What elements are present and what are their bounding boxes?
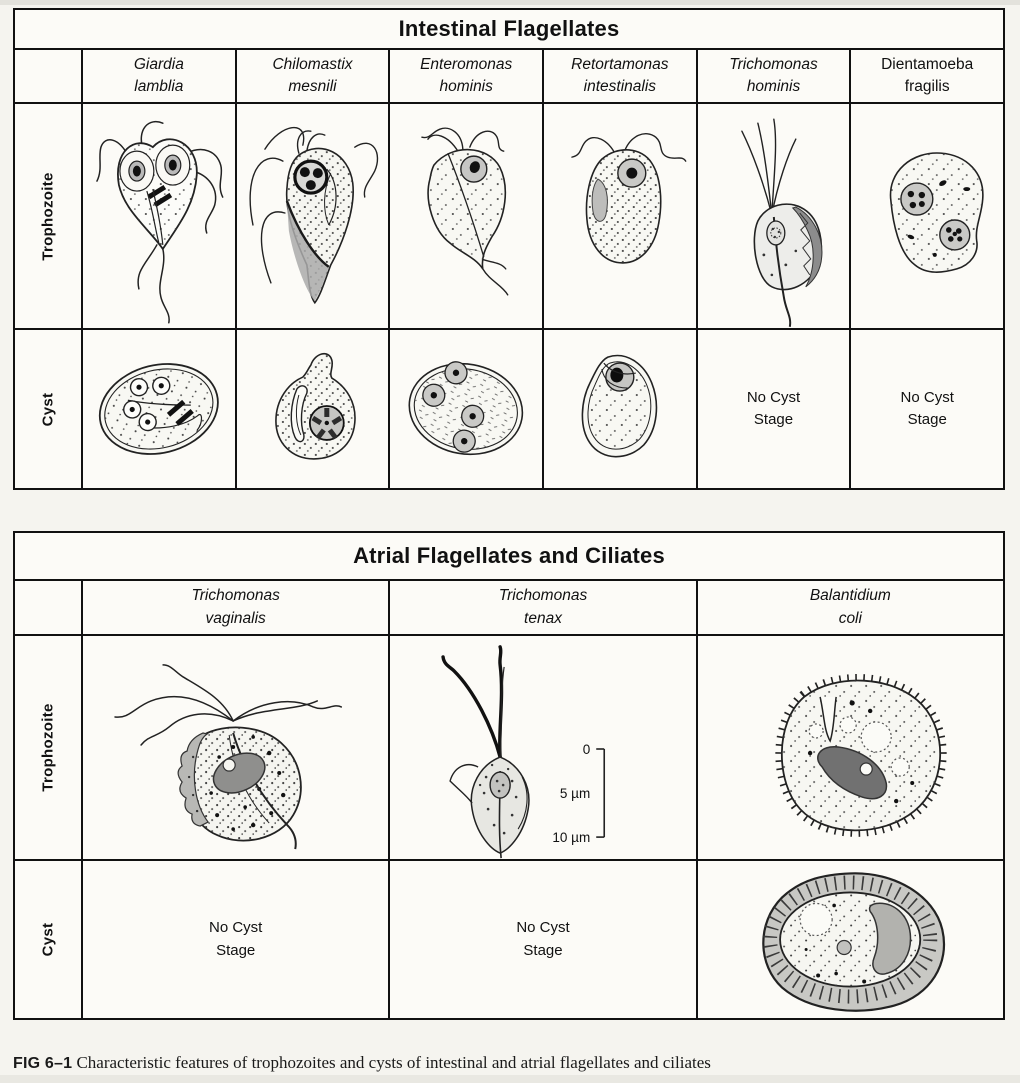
column-header-balantidium-coli: Balantidium coli — [695, 581, 1003, 634]
scale-bar — [596, 748, 606, 838]
giardia-lamblia-trophozoite-drawing — [96, 121, 224, 324]
species-name-line1: Dientamoeba — [881, 55, 974, 73]
column-header-enteromonas-hominis: Enteromonas hominis — [388, 50, 542, 102]
species-name-line2: mesnili — [288, 78, 337, 95]
row-label-trophozoite: Trophozoite — [39, 171, 57, 261]
scan-edge — [0, 0, 1020, 5]
dientamoeba-trophozoite-cell — [849, 104, 1003, 328]
trichomonas-vaginalis-trophozoite-drawing — [114, 664, 343, 850]
species-name-line1: Trichomonas — [191, 587, 280, 605]
trophozoite-row: Trophozoite — [15, 636, 1003, 861]
figure-caption-text: Characteristic features of trophozoites … — [76, 1053, 711, 1072]
balantidium-trophozoite-cell — [695, 636, 1003, 859]
column-header-dientamoeba-fragilis: Dientamoeba fragilis — [849, 50, 1003, 102]
species-name-line2: hominis — [439, 78, 493, 95]
species-name-line2: fragilis — [904, 78, 950, 95]
species-header-row: Giardia lamblia Chilomastix mesnili Ente… — [15, 50, 1003, 104]
table-title: Intestinal Flagellates — [15, 10, 1003, 50]
column-header-retortamonas-intestinalis: Retortamonas intestinalis — [542, 50, 696, 102]
species-name-line1: Retortamonas — [571, 55, 669, 73]
table-title: Atrial Flagellates and Ciliates — [15, 533, 1003, 581]
no-cyst-line1: No Cyst — [746, 388, 801, 406]
scale-bar-zero-label: 0 — [583, 742, 591, 757]
species-name-line1: Trichomonas — [729, 55, 818, 73]
row-label-cyst: Cyst — [39, 922, 57, 957]
species-name-line2: coli — [838, 609, 862, 627]
balantidium-coli-trophozoite-drawing — [774, 674, 947, 837]
giardia-trophozoite-cell — [81, 104, 235, 328]
scale-bar-five-label: 5 µm — [560, 786, 590, 801]
chilomastix-trophozoite-cell — [234, 104, 389, 328]
table-title-text: Intestinal Flagellates — [398, 16, 620, 41]
species-name-line1: Enteromonas — [420, 55, 513, 73]
cyst-row: Cyst — [15, 330, 1003, 488]
enteromonas-cyst-cell — [388, 330, 542, 488]
species-name-line1: Trichomonas — [498, 587, 588, 605]
no-cyst-stage-trichomonas-vaginalis: No Cyst Stage — [81, 861, 388, 1018]
intestinal-flagellates-table: Intestinal Flagellates Giardia lamblia C… — [13, 8, 1005, 490]
column-header-trichomonas-hominis: Trichomonas hominis — [695, 50, 850, 102]
trichomonas-hominis-trophozoite-cell — [695, 104, 850, 328]
no-cyst-line1: No Cyst — [516, 919, 570, 936]
enteromonas-hominis-cyst-drawing — [408, 361, 524, 456]
species-name-line2: tenax — [524, 609, 562, 627]
no-cyst-line1: No Cyst — [900, 388, 954, 406]
enteromonas-trophozoite-cell — [388, 104, 542, 328]
column-header-giardia-lamblia: Giardia lamblia — [81, 50, 235, 102]
no-cyst-line1: No Cyst — [208, 919, 263, 936]
column-header-trichomonas-vaginalis: Trichomonas vaginalis — [81, 581, 388, 634]
species-name-line2: intestinalis — [583, 78, 657, 95]
no-cyst-stage-trichomonas-tenax: No Cyst Stage — [388, 861, 695, 1018]
balantidium-cyst-cell — [695, 861, 1003, 1018]
scan-edge — [0, 1075, 1020, 1083]
species-header-row: Trichomonas vaginalis Trichomonas tenax … — [15, 581, 1003, 636]
dientamoeba-fragilis-trophozoite-drawing — [890, 152, 984, 273]
column-header-chilomastix-mesnili: Chilomastix mesnili — [234, 50, 389, 102]
trichomonas-tenax-trophozoite-drawing: 0 5 µm 10 µm — [441, 645, 606, 859]
chilomastix-mesnili-cyst-drawing — [274, 352, 356, 460]
header-spacer — [15, 50, 81, 102]
balantidium-coli-cyst-drawing — [761, 872, 945, 1012]
atrial-flagellates-ciliates-table: Atrial Flagellates and Ciliates Trichomo… — [13, 531, 1005, 1020]
no-cyst-stage-trichomonas-hominis: No Cyst Stage — [695, 330, 850, 488]
header-spacer — [15, 581, 81, 634]
species-name-line1: Giardia — [133, 55, 184, 73]
no-cyst-line2: Stage — [523, 941, 563, 959]
species-name-line1: Balantidium — [809, 587, 891, 605]
trichomonas-hominis-trophozoite-drawing — [740, 118, 823, 327]
chilomastix-mesnili-trophozoite-drawing — [249, 126, 378, 305]
giardia-lamblia-cyst-drawing — [98, 363, 219, 455]
retortamonas-intestinalis-trophozoite-drawing — [571, 133, 687, 264]
chilomastix-cyst-cell — [234, 330, 389, 488]
table-title-text: Atrial Flagellates and Ciliates — [353, 543, 665, 568]
no-cyst-line2: Stage — [216, 941, 256, 959]
retortamonas-intestinalis-cyst-drawing — [581, 354, 658, 458]
figure-caption: FIG 6–1 Characteristic features of troph… — [13, 1053, 1003, 1073]
trophozoite-row: Trophozoite — [15, 104, 1003, 330]
species-name-line2: lamblia — [134, 78, 184, 95]
row-label-cyst: Cyst — [39, 392, 57, 426]
cyst-row: Cyst No Cyst Stage No Cyst Stage — [15, 861, 1003, 1018]
species-name-line2: hominis — [746, 78, 801, 95]
retortamonas-trophozoite-cell — [542, 104, 696, 328]
species-name-line1: Chilomastix — [272, 55, 353, 73]
row-label-trophozoite: Trophozoite — [39, 703, 57, 792]
figure-caption-label: FIG 6–1 — [13, 1055, 73, 1072]
trichomonas-vaginalis-trophozoite-cell — [81, 636, 388, 859]
no-cyst-stage-dientamoeba-fragilis: No Cyst Stage — [849, 330, 1003, 488]
retortamonas-cyst-cell — [542, 330, 696, 488]
trichomonas-tenax-trophozoite-cell: 0 5 µm 10 µm — [388, 636, 695, 859]
column-header-trichomonas-tenax: Trichomonas tenax — [388, 581, 695, 634]
no-cyst-line2: Stage — [753, 411, 794, 428]
giardia-cyst-cell — [81, 330, 235, 488]
species-name-line2: vaginalis — [205, 609, 266, 627]
scale-bar-ten-label: 10 µm — [553, 830, 591, 845]
no-cyst-line2: Stage — [907, 411, 947, 428]
enteromonas-hominis-trophozoite-drawing — [421, 127, 509, 296]
